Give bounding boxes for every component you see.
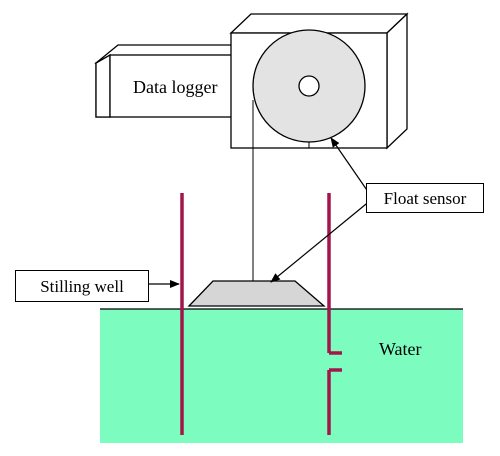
data-logger-box <box>94 44 255 118</box>
float-sensor-label: Float sensor <box>366 183 484 213</box>
float <box>187 280 326 307</box>
float-sensor-arrow-to-float <box>270 199 372 283</box>
stilling-well-right-wall <box>327 193 342 435</box>
float-sensor-arrow-to-wheel <box>330 137 372 197</box>
data-logger-label: Data logger <box>133 77 218 97</box>
water-body <box>100 309 463 443</box>
water-label: Water <box>379 339 422 359</box>
stilling-well-label: Stilling well <box>15 270 149 302</box>
pulley-hub <box>298 75 320 97</box>
